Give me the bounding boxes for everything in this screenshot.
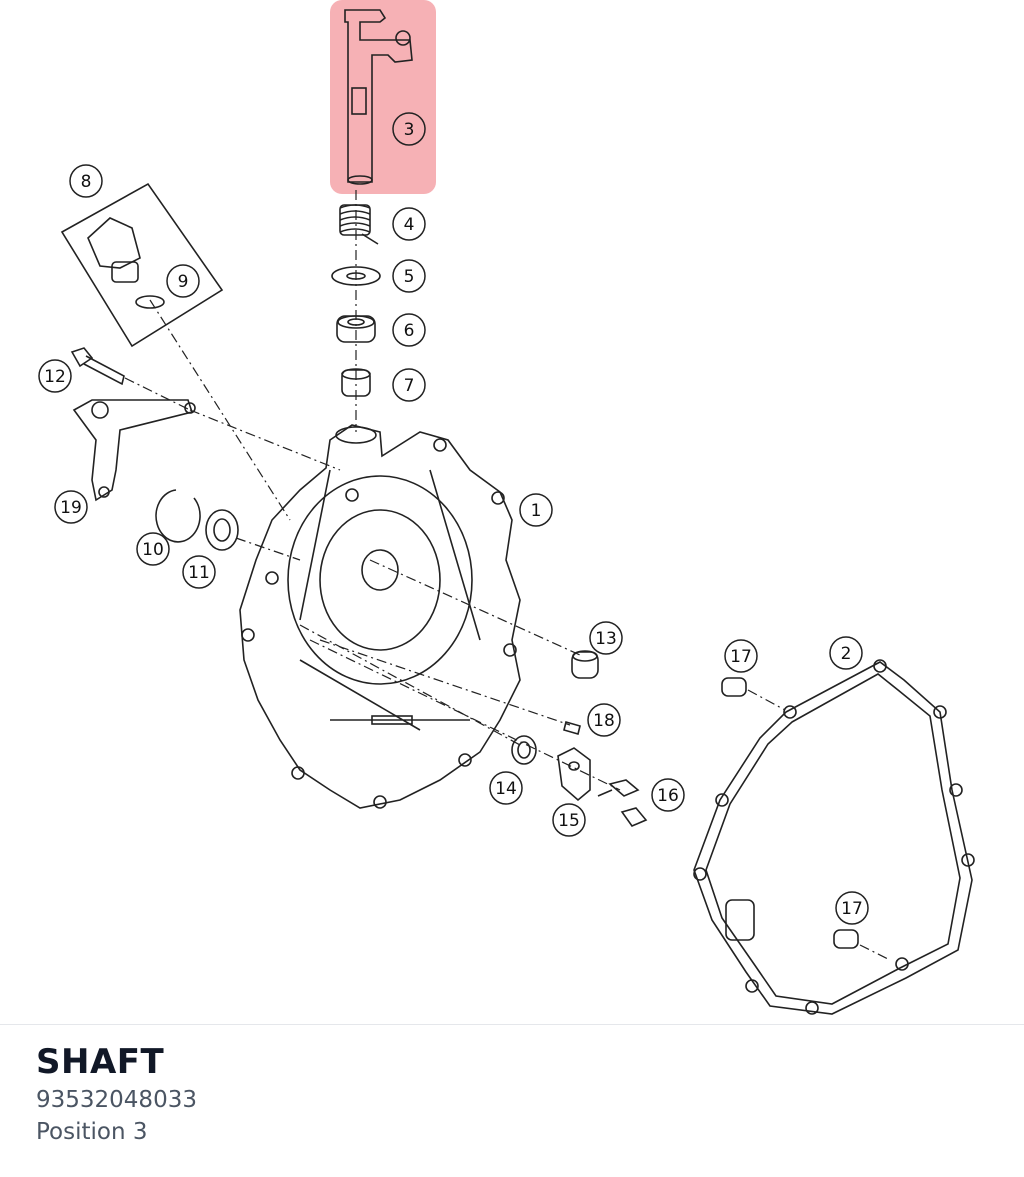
callout-circle: [651, 778, 685, 812]
callout-circle: [38, 359, 72, 393]
callout-12[interactable]: 12: [38, 359, 72, 393]
bracket-part: [72, 399, 196, 502]
callout-label: 4: [404, 215, 415, 235]
shaft-part[interactable]: [344, 9, 413, 185]
callout-label: 16: [657, 786, 679, 806]
sensor-part: [60, 182, 224, 348]
callout-circle: [392, 368, 426, 402]
part-number: 93532048033: [36, 1087, 197, 1113]
callout-label: 19: [60, 498, 82, 518]
callout-15[interactable]: 15: [552, 803, 586, 837]
selected-part-highlight[interactable]: [330, 0, 436, 194]
callout-circle: [829, 636, 863, 670]
callout-label: 13: [595, 629, 617, 649]
plate-part: [557, 747, 591, 802]
callout-4[interactable]: 4: [392, 207, 426, 241]
callout-circle: [724, 639, 758, 673]
callout-7[interactable]: 7: [392, 368, 426, 402]
callout-circle: [166, 264, 200, 298]
callout-circle: [489, 771, 523, 805]
callout-17a[interactable]: 17: [724, 639, 758, 673]
callout-label: 1: [531, 501, 542, 521]
callout-circle: [587, 703, 621, 737]
callout-11[interactable]: 11: [182, 555, 216, 589]
gasket-part: [693, 659, 975, 1015]
part-name: SHAFT: [36, 1042, 165, 1082]
part-position: Position 3: [36, 1119, 148, 1145]
callout-circle: [392, 313, 426, 347]
callout-label: 3: [404, 120, 415, 140]
divider: [0, 1024, 1024, 1025]
callout-circle: [552, 803, 586, 837]
callout-8[interactable]: 8: [69, 164, 103, 198]
cover-housing-part: [239, 424, 521, 809]
callout-10[interactable]: 10: [136, 532, 170, 566]
callout-16[interactable]: 16: [651, 778, 685, 812]
needle-bearing-part: [341, 368, 371, 397]
callout-label: 11: [188, 563, 210, 583]
spring-part: [339, 204, 379, 245]
callout-label: 9: [178, 272, 189, 292]
callout-9[interactable]: 9: [166, 264, 200, 298]
callout-label: 8: [81, 172, 92, 192]
callout-label: 17: [730, 647, 752, 667]
callout-label: 12: [44, 367, 66, 387]
bolt-part: [70, 347, 125, 386]
callout-13[interactable]: 13: [589, 621, 623, 655]
callout-label: 7: [404, 376, 415, 396]
callout-circle: [54, 490, 88, 524]
bolts-part: [597, 779, 648, 827]
callout-label: 2: [841, 644, 852, 664]
callout-circle: [392, 259, 426, 293]
assembly-lines: [124, 190, 891, 961]
callout-18[interactable]: 18: [587, 703, 621, 737]
callout-1[interactable]: 1: [519, 493, 553, 527]
washer-part: [331, 266, 381, 286]
callout-circle: [589, 621, 623, 655]
callout-label: 6: [404, 321, 415, 341]
dowel-part: [721, 677, 859, 949]
callout-label: 17: [841, 899, 863, 919]
callout-19[interactable]: 19: [54, 490, 88, 524]
callout-label: 15: [558, 811, 580, 831]
callout-label: 14: [495, 779, 517, 799]
callout-circle: [392, 112, 426, 146]
screw-part: [563, 721, 581, 735]
callout-circle: [136, 532, 170, 566]
callout-14[interactable]: 14: [489, 771, 523, 805]
seal-part: [205, 509, 239, 551]
callout-3[interactable]: 3: [392, 112, 426, 146]
ring-part: [511, 735, 537, 765]
callout-circle: [69, 164, 103, 198]
callout-label: 5: [404, 267, 415, 287]
cap-part: [571, 650, 599, 679]
callout-6[interactable]: 6: [392, 313, 426, 347]
part-info-panel: SHAFT 93532048033 Position 3: [36, 1040, 936, 1148]
callout-5[interactable]: 5: [392, 259, 426, 293]
callout-circle: [392, 207, 426, 241]
callout-2[interactable]: 2: [829, 636, 863, 670]
callout-circle: [519, 493, 553, 527]
circlip-part: [155, 489, 201, 543]
callout-17b[interactable]: 17: [835, 891, 869, 925]
callout-label: 10: [142, 540, 164, 560]
callout-circle: [182, 555, 216, 589]
bearing-part: [336, 315, 376, 343]
callout-label: 18: [593, 711, 615, 731]
callout-circle: [835, 891, 869, 925]
